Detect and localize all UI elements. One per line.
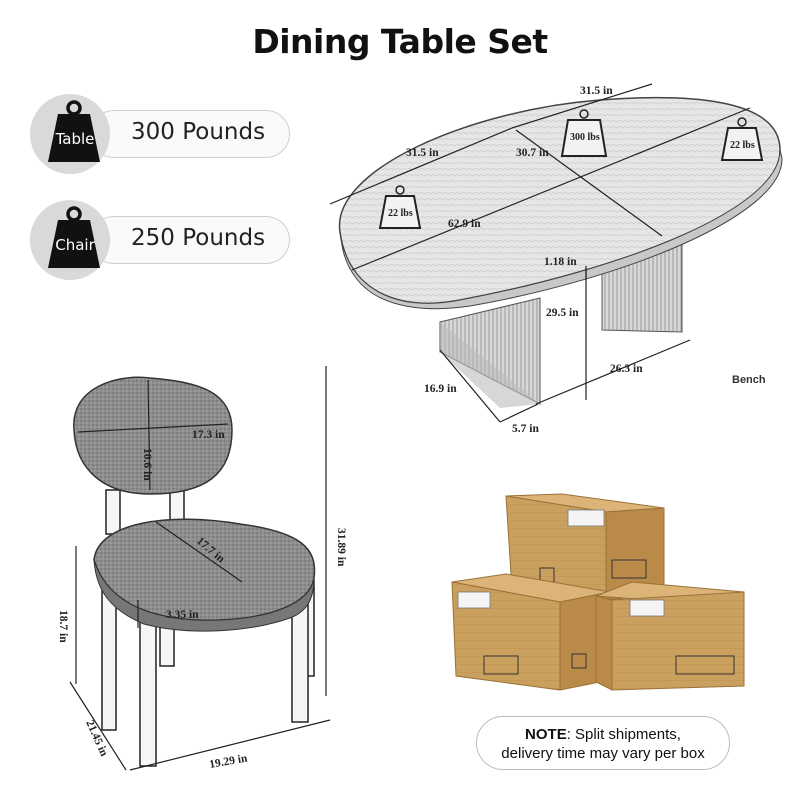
note-text-line2: delivery time may vary per box xyxy=(501,745,705,762)
dim-left-width: 31.5 in xyxy=(406,147,439,159)
shipping-note: NOTE: Split shipments, delivery time may… xyxy=(476,716,730,770)
left-weight-label: 22 lbs xyxy=(388,208,413,219)
table-weight-label: Table xyxy=(55,130,95,148)
chair-drawing xyxy=(73,376,316,767)
box-bottom-right xyxy=(595,581,745,691)
chair-weight-capacity: 250 Pounds Chair xyxy=(30,200,290,280)
chair-dim-back-height: 10.6 in xyxy=(141,448,153,481)
chair-dimension-lines xyxy=(69,366,331,771)
table-weight-value: 300 Pounds xyxy=(131,119,266,145)
table-weight-capacity: 300 Pounds Table xyxy=(30,94,290,174)
table-weight-icon-center xyxy=(560,109,608,157)
shipping-boxes xyxy=(451,493,745,691)
weight-value-bar: 250 Pounds xyxy=(90,216,290,264)
chair-dim-width: 19.29 in xyxy=(208,752,248,771)
dim-leg-height: 29.5 in xyxy=(546,307,579,319)
bench-label: Bench xyxy=(732,374,766,386)
table-dimension-lines xyxy=(329,83,751,423)
table-pedestal-left xyxy=(439,297,541,408)
chair-dim-back-width: 17.3 in xyxy=(192,429,225,441)
weight-icon xyxy=(48,206,100,268)
dim-top-right: 31.5 in xyxy=(580,85,613,97)
weight-value-bar: 300 Pounds xyxy=(90,110,290,158)
center-weight-label: 300 lbs xyxy=(570,132,600,143)
weight-icon xyxy=(48,100,100,162)
chair-weight-value: 250 Pounds xyxy=(131,225,266,251)
note-text-line1: : Split shipments, xyxy=(566,726,681,743)
dim-depth: 30.7 in xyxy=(516,147,549,159)
table-weight-icon-left xyxy=(378,185,422,229)
chair-dim-seat-height: 18.7 in xyxy=(57,610,69,643)
box-top xyxy=(505,493,665,601)
box-bottom-left xyxy=(451,573,611,691)
dim-top-thickness: 1.18 in xyxy=(544,256,577,268)
table-top xyxy=(338,96,783,310)
chair-weight-label: Chair xyxy=(55,236,95,254)
chair-dim-seat-thickness: 3.35 in xyxy=(166,609,199,621)
page-title: Dining Table Set xyxy=(252,22,548,61)
dim-length: 62.9 in xyxy=(448,218,481,230)
dim-base-depth: 16.9 in xyxy=(424,383,457,395)
table-weight-icon-right xyxy=(720,117,764,161)
dim-base-length: 26.3 in xyxy=(610,363,643,375)
chair-dim-total-height: 31.89 in xyxy=(335,528,347,567)
dim-base-width: 5.7 in xyxy=(512,423,539,435)
right-weight-label: 22 lbs xyxy=(730,140,755,151)
note-bold-label: NOTE xyxy=(525,726,567,743)
chair-backrest xyxy=(73,376,233,495)
